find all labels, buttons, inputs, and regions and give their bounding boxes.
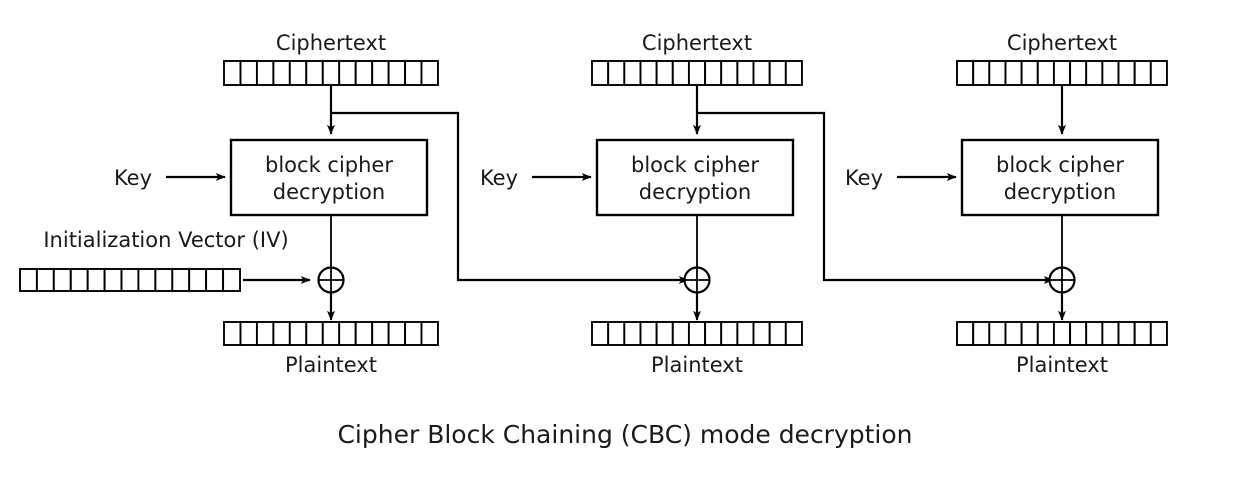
iv-block [19, 268, 241, 292]
key-label-1: Key [114, 166, 152, 190]
plaintext-label-2: Plaintext [651, 353, 743, 377]
plaintext-label-1: Plaintext [285, 353, 377, 377]
ciphertext-block-2 [591, 60, 803, 86]
block-cipher-box-2 [595, 138, 795, 217]
plaintext-block-3 [956, 321, 1168, 346]
feedback-path-2-to-3 [697, 111, 1054, 284]
key-label-3: Key [845, 166, 883, 190]
xor-gate-2 [683, 266, 711, 294]
ciphertext-label-3: Ciphertext [1007, 31, 1117, 55]
block-cipher-box-3-line1: block cipher [996, 153, 1124, 177]
ciphertext-block-3 [956, 60, 1168, 86]
stage-3: Ciphertext Key block cipher decryption [845, 31, 1168, 377]
iv-label: Initialization Vector (IV) [43, 228, 288, 252]
plaintext-block-2 [591, 321, 803, 346]
block-cipher-box-1 [229, 138, 429, 217]
block-cipher-box-1-line1: block cipher [265, 153, 393, 177]
ciphertext-block-1 [223, 60, 439, 86]
ciphertext-label-2: Ciphertext [642, 31, 752, 55]
block-cipher-box-1-line2: decryption [273, 180, 385, 204]
ciphertext-label-1: Ciphertext [276, 31, 386, 55]
xor-gate-3 [1048, 266, 1076, 294]
plaintext-label-3: Plaintext [1016, 353, 1108, 377]
block-cipher-box-2-line2: decryption [639, 180, 751, 204]
plaintext-block-1 [223, 321, 439, 346]
block-cipher-box-3-line2: decryption [1004, 180, 1116, 204]
feedback-path-1-to-2 [331, 111, 689, 284]
diagram-caption: Cipher Block Chaining (CBC) mode decrypt… [337, 420, 912, 449]
block-cipher-box-2-line1: block cipher [631, 153, 759, 177]
stage-1: Ciphertext Key block cipher decryption [19, 31, 689, 377]
stage-2: Ciphertext Key block cipher decryption [480, 31, 1054, 377]
xor-gate-1 [317, 266, 345, 294]
key-label-2: Key [480, 166, 518, 190]
block-cipher-box-3 [960, 138, 1160, 217]
